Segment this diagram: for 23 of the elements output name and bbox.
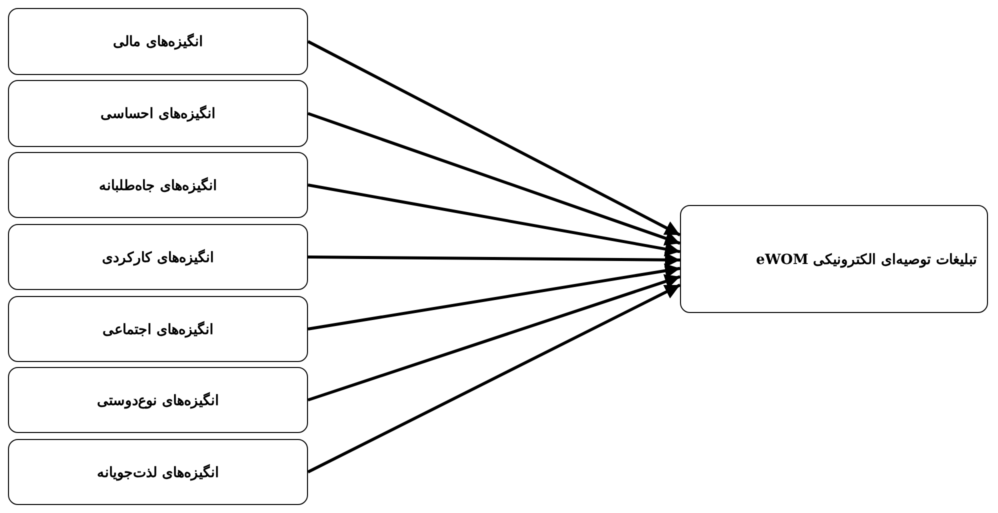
factor-box <box>8 152 308 218</box>
factor-box <box>8 439 308 505</box>
factor-box <box>8 367 308 433</box>
outcome-box <box>680 205 988 313</box>
factor-box <box>8 8 308 75</box>
box-label: انگیزه‌های لذت‌جویانه <box>97 464 219 480</box>
box-label: انگیزه‌های جاه‌طلبانه <box>99 176 217 194</box>
box-label: انگیزه‌های کارکردی <box>102 248 214 266</box>
factor-box <box>8 80 308 147</box>
box-label: تبلیغات توصیه‌ای الکترونیکی eWOM <box>756 250 977 268</box>
factor-box <box>8 224 308 290</box>
box-label: انگیزه‌های اجتماعی <box>102 320 214 338</box>
arrow <box>307 40 681 236</box>
arrow <box>308 263 680 330</box>
arrow <box>308 184 680 256</box>
box-label: انگیزه‌های احساسی <box>100 105 216 122</box>
box-label: انگیزه‌های مالی <box>113 33 203 50</box>
arrow <box>308 112 680 246</box>
box-label: انگیزه‌های نوع‌دوستی <box>97 392 219 408</box>
factor-box <box>8 296 308 362</box>
arrow <box>308 274 680 402</box>
arrow <box>307 284 681 474</box>
arrow <box>308 252 680 268</box>
